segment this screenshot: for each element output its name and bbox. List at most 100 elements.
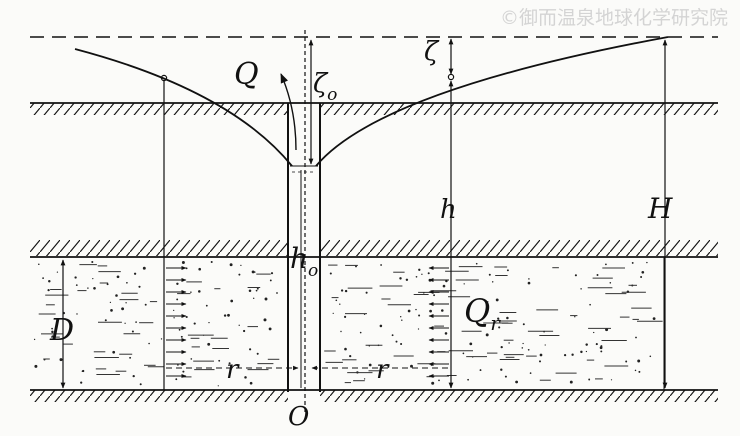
- sand-dot: [344, 315, 347, 318]
- sand-dot: [634, 369, 637, 372]
- sand-dot: [544, 344, 546, 346]
- sand-dot: [529, 372, 532, 374]
- label-Qr-sub: r: [490, 311, 501, 335]
- sand-dot: [115, 294, 118, 297]
- sand-dot: [109, 301, 112, 304]
- sand-dot: [276, 292, 278, 294]
- sand-dot: [504, 375, 507, 378]
- sand-dot: [93, 286, 96, 290]
- sand-dot: [181, 261, 185, 264]
- sand-dot: [254, 271, 256, 273]
- sand-dot: [240, 264, 242, 267]
- sand-dot: [506, 316, 509, 320]
- sand-dot: [431, 381, 435, 385]
- sand-dot: [131, 330, 134, 333]
- inflow-arrows-right: [428, 266, 449, 378]
- sand-dot: [56, 271, 59, 273]
- sand-dot: [223, 314, 227, 317]
- sand-dot: [379, 324, 383, 328]
- sand-dot: [589, 303, 591, 306]
- sand-dot: [462, 352, 465, 355]
- sand-dot: [418, 314, 421, 317]
- sand-dot: [391, 334, 394, 337]
- sand-dot: [635, 336, 637, 339]
- sand-dot: [368, 363, 372, 367]
- sand-dot: [242, 329, 246, 333]
- sand-dot: [522, 342, 524, 345]
- label-D: D: [49, 313, 74, 348]
- sand-dot: [487, 301, 489, 303]
- sand-dot: [580, 288, 582, 290]
- sand-dot: [75, 284, 78, 286]
- sand-dot: [132, 374, 135, 378]
- sand-dot: [74, 276, 77, 279]
- sand-dot: [208, 321, 210, 324]
- inflow-arrows-left: [166, 266, 187, 378]
- sand-dot: [124, 322, 126, 324]
- label-origin: O: [288, 402, 309, 432]
- sand-dot: [87, 287, 89, 289]
- sand-dot: [129, 356, 132, 359]
- sand-dot: [251, 270, 255, 274]
- sand-dot: [218, 359, 221, 362]
- sand-dot: [380, 264, 382, 266]
- sand-dot: [144, 303, 147, 306]
- sand-dot: [638, 370, 641, 373]
- label-Qr-main: Q: [464, 292, 490, 330]
- label-h0: ho: [290, 242, 318, 281]
- sand-dot: [33, 338, 36, 341]
- label-Q: Q: [234, 57, 259, 92]
- sand-dot: [255, 289, 258, 292]
- sand-dot: [605, 263, 607, 266]
- sand-dot: [610, 379, 613, 381]
- sand-dot: [415, 308, 417, 311]
- sand-dot: [571, 353, 574, 356]
- sand-dot: [126, 281, 128, 284]
- sand-dot: [363, 378, 366, 380]
- sand-dot: [469, 342, 473, 346]
- sand-dot: [340, 289, 344, 292]
- sand-dot: [106, 283, 109, 286]
- sand-dot: [574, 274, 577, 277]
- sand-dot: [125, 302, 127, 304]
- sand-dot: [498, 326, 501, 329]
- sand-dot: [335, 299, 338, 302]
- sand-dot: [625, 360, 628, 363]
- sand-dot: [508, 342, 510, 344]
- sand-dot: [160, 338, 163, 340]
- sand-dot: [527, 281, 531, 285]
- sand-dot: [230, 299, 234, 303]
- sand-dot: [359, 331, 362, 334]
- sand-dot: [365, 291, 368, 294]
- sand-dot: [180, 335, 183, 338]
- sand-dot: [198, 267, 202, 271]
- sand-dot: [190, 291, 192, 293]
- sand-dot: [217, 385, 219, 387]
- observation-point-left: [160, 74, 168, 82]
- sand-dot: [268, 327, 272, 331]
- sand-dot: [479, 369, 482, 372]
- sand-dot: [539, 353, 543, 357]
- sand-dot: [176, 298, 179, 301]
- sand-dot: [588, 378, 591, 381]
- label-H: H: [647, 192, 673, 225]
- sand-dot: [488, 273, 491, 276]
- observation-point-right: [447, 73, 455, 81]
- sand-dot: [522, 323, 525, 326]
- sand-dot: [175, 378, 178, 381]
- sand-dot: [585, 343, 588, 346]
- sand-dot: [595, 343, 598, 346]
- sand-dot: [418, 268, 421, 271]
- sand-dot: [198, 290, 201, 293]
- sand-dot: [599, 346, 603, 350]
- sand-dot: [527, 348, 530, 351]
- sand-dot: [401, 319, 403, 321]
- sand-dot: [395, 340, 398, 343]
- sand-dot: [38, 263, 40, 266]
- sand-dot: [76, 313, 78, 315]
- ground-surface: [30, 102, 718, 115]
- sand-dot: [256, 287, 259, 290]
- sand-dot: [528, 278, 530, 280]
- sand-dot: [600, 350, 603, 353]
- sand-dot: [227, 313, 230, 317]
